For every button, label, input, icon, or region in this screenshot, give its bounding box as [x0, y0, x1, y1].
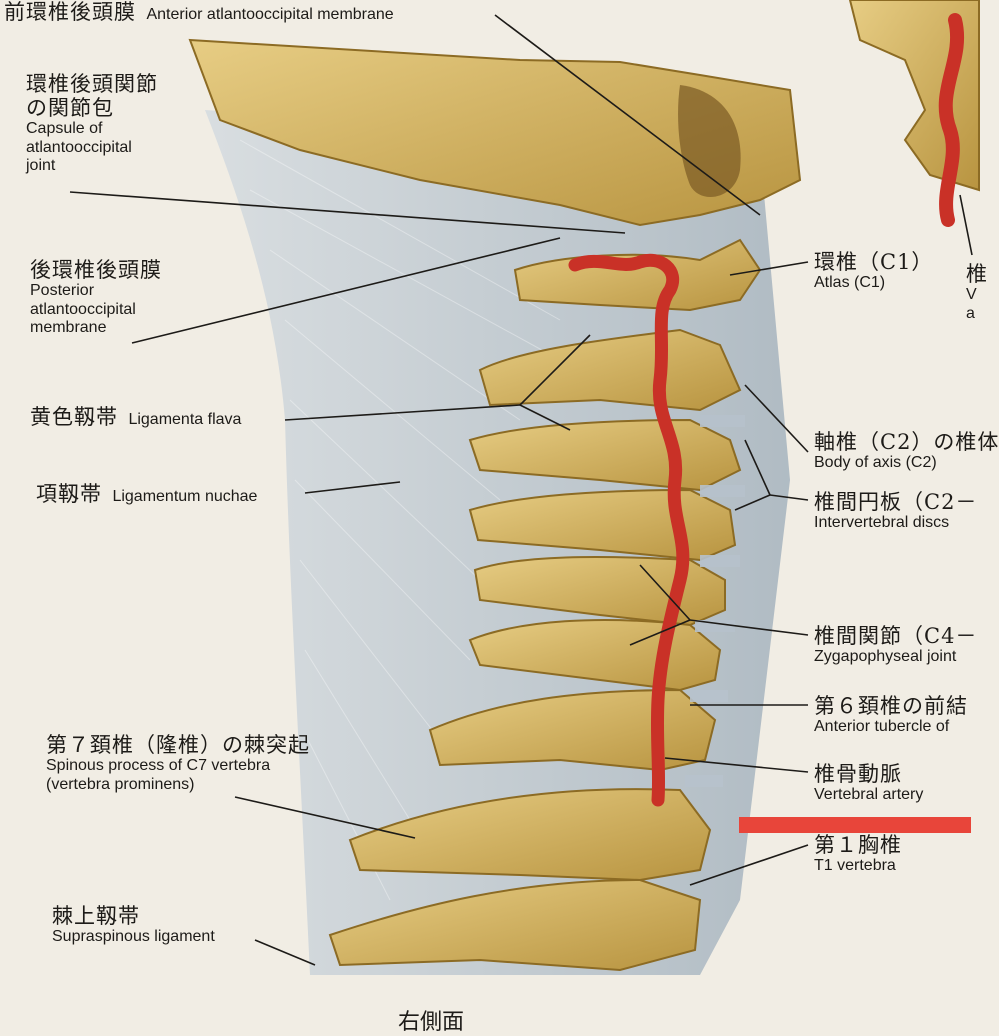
label-en: Intervertebral discs [814, 514, 950, 532]
label-ja: 椎 [966, 262, 988, 286]
label-anterior-atlantooccipital-membrane: 前環椎後頭膜 Anterior atlantooccipital membran… [4, 0, 394, 24]
label-ja: 黄色靱帯 [30, 405, 118, 429]
label-en-line3: membrane [30, 318, 107, 336]
label-ja: 前環椎後頭膜 [4, 0, 136, 24]
label-en-line1: Capsule of [26, 120, 103, 138]
label-ja-line2: の関節包 [26, 96, 114, 121]
view-caption: 右側面 [398, 1010, 465, 1035]
label-vertebral-artery: 椎骨動脈 Vertebral artery [814, 762, 923, 805]
label-en-line3: joint [26, 157, 56, 175]
label-capsule-atlantooccipital-joint: 環椎後頭関節 の関節包 Capsule of atlantooccipital … [26, 72, 158, 175]
label-posterior-atlantooccipital-membrane: 後環椎後頭膜 Posterior atlantooccipital membra… [30, 258, 162, 337]
label-ligamenta-flava: 黄色靱帯 Ligamenta flava [30, 405, 241, 429]
label-ja: 棘上靱帯 [52, 904, 140, 928]
label-atlas: 環椎（C1） Atlas (C1) [814, 250, 933, 293]
label-ja: 椎間関節（C4－ [814, 624, 978, 648]
cervical-spine-illustration [69, 0, 980, 975]
occipital-bone [188, 38, 802, 227]
label-ja: 後環椎後頭膜 [30, 258, 162, 282]
label-en: Ligamentum nuchae [112, 488, 258, 505]
vertebral-artery [568, 253, 690, 807]
label-en: Body of axis (C2) [814, 454, 937, 472]
label-ja: 第７頚椎（隆椎）の棘突起 [46, 733, 310, 757]
label-anterior-tubercle: 第６頚椎の前結 Anterior tubercle of [814, 694, 968, 737]
label-en-line2: (vertebra prominens) [46, 775, 195, 793]
intervertebral-discs [685, 415, 745, 787]
label-en: Vertebral artery [814, 786, 924, 804]
label-en-line2: atlantooccipital [26, 138, 132, 156]
label-en: Zygapophyseal joint [814, 648, 957, 666]
label-edge-partial: 椎 V a [966, 262, 988, 323]
label-ja: 環椎（C1） [814, 250, 934, 274]
label-ja: 椎間円板（C2－ [814, 490, 978, 514]
label-ja: 椎骨動脈 [814, 762, 902, 786]
label-supraspinous-ligament: 棘上靱帯 Supraspinous ligament [52, 904, 215, 947]
label-ja: 項靱帯 [36, 482, 102, 506]
label-en-line2: a [966, 304, 975, 322]
label-en-line1: Posterior [30, 282, 95, 300]
label-en: Ligamenta flava [128, 411, 242, 428]
label-ja-line1: 環椎後頭関節 [26, 72, 158, 96]
vertebral-artery-top-right [938, 13, 965, 227]
red-highlight-bar [739, 817, 971, 833]
label-en: T1 vertebra [814, 857, 896, 875]
label-ja: 第６頚椎の前結 [814, 694, 968, 718]
label-spinous-process-c7: 第７頚椎（隆椎）の棘突起 Spinous process of C7 verte… [46, 733, 310, 794]
label-ja: 軸椎（C2）の椎体 [814, 430, 999, 454]
leader-lines [69, 14, 973, 966]
label-body-of-axis: 軸椎（C2）の椎体 Body of axis (C2) [814, 430, 999, 473]
label-intervertebral-discs: 椎間円板（C2－ Intervertebral discs [814, 490, 977, 533]
label-zygapophyseal-joint: 椎間関節（C4－ Zygapophyseal joint [814, 624, 977, 667]
label-en: Anterior atlantooccipital membrane [146, 6, 394, 23]
label-t1-vertebra: 第１胸椎 T1 vertebra [814, 833, 902, 876]
label-ligamentum-nuchae: 項靱帯 Ligamentum nuchae [36, 482, 257, 506]
label-en: Atlas (C1) [814, 274, 886, 292]
label-en: Supraspinous ligament [52, 928, 215, 946]
label-en: Anterior tubercle of [814, 718, 950, 736]
label-ja: 第１胸椎 [814, 833, 902, 857]
label-en-line1: Spinous process of C7 vertebra [46, 757, 271, 775]
label-en-line2: atlantooccipital [30, 300, 136, 318]
label-en-line1: V [966, 286, 977, 304]
